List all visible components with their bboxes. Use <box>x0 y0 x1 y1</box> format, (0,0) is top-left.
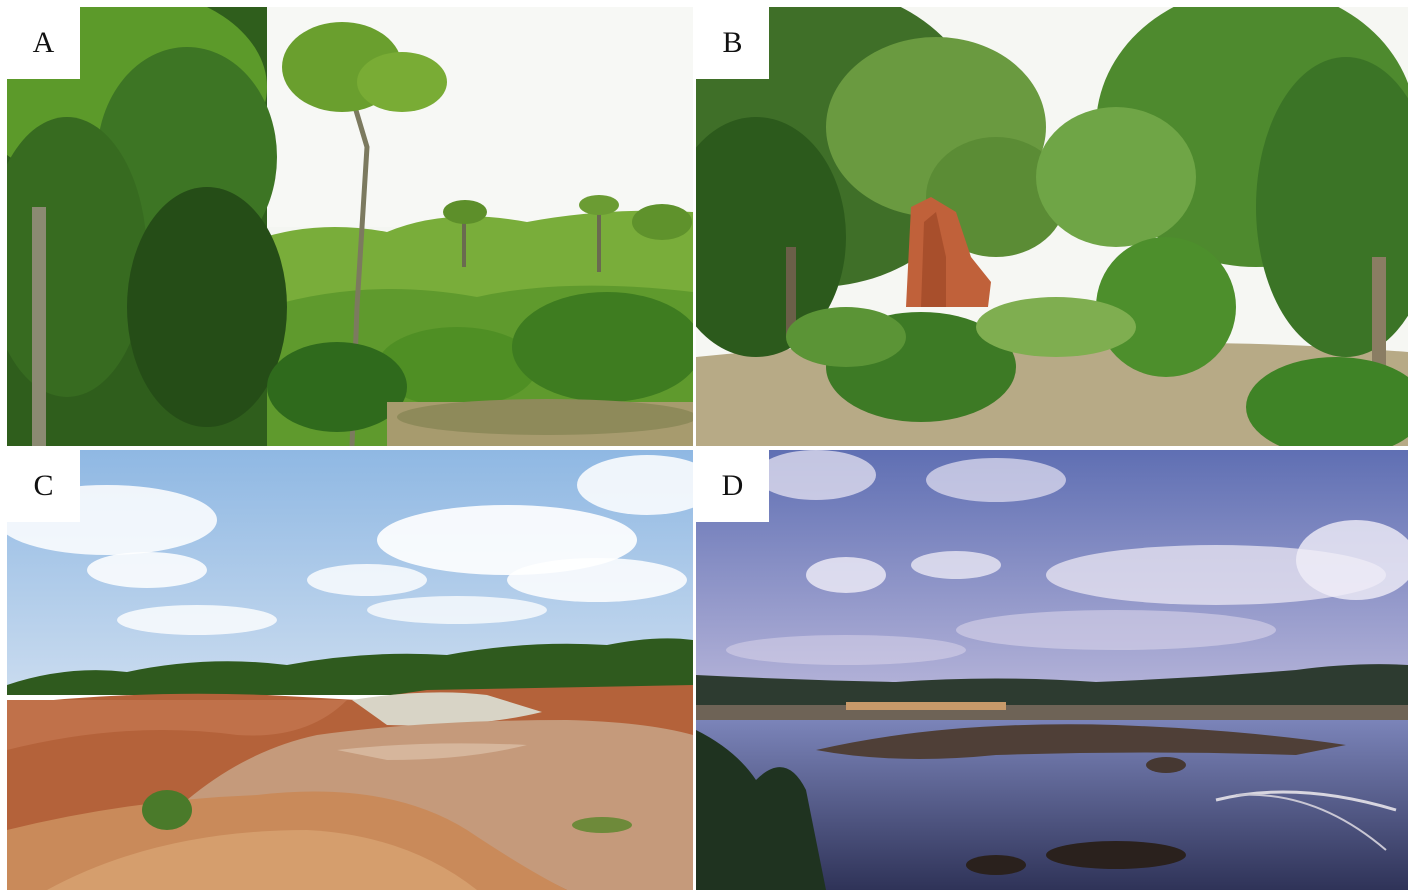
mining-pit-photo-c <box>7 450 693 890</box>
panel-label-c: C <box>7 450 80 522</box>
photo-panel-d: D <box>696 450 1408 890</box>
panel-label-d: D <box>696 450 769 522</box>
forest-photo-a <box>7 7 693 446</box>
flooded-pit-photo-d <box>696 450 1408 890</box>
plantation-photo-b <box>696 7 1408 446</box>
panel-label-b: B <box>696 7 769 79</box>
photo-panel-a: A <box>7 7 693 446</box>
photo-panel-b: B <box>696 7 1408 446</box>
photo-panel-c: C <box>7 450 693 890</box>
panel-label-a: A <box>7 7 80 79</box>
